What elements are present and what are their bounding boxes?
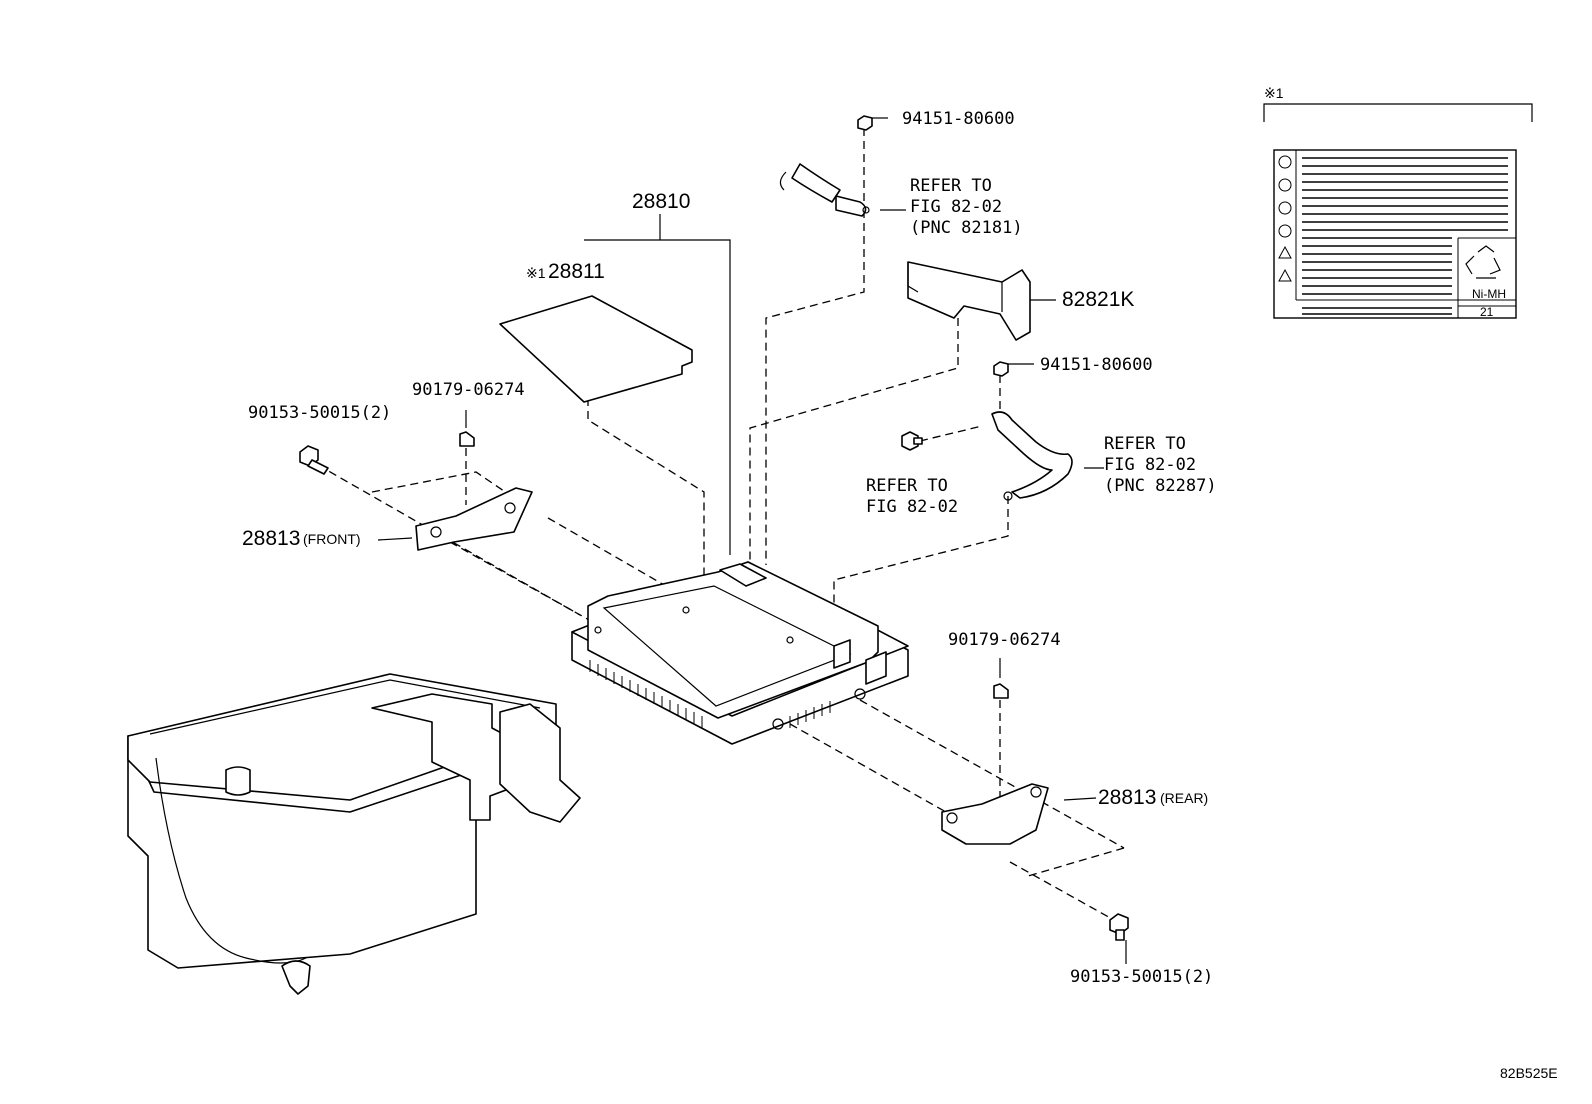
- label-nut-top: 94151-80600: [902, 109, 1015, 129]
- label-refer-right-line3: (PNC 82287): [1104, 476, 1217, 496]
- label-assembly: 28810: [632, 190, 690, 213]
- recycle-icon: [1465, 245, 1501, 279]
- nut-top-icon: [857, 115, 873, 131]
- label-refer-top-line3: (PNC 82181): [910, 218, 1023, 238]
- figure-code: 82B525E: [1500, 1065, 1558, 1081]
- cable-right-icon: [991, 411, 1073, 501]
- label-clip-left: 90179-06274: [412, 380, 525, 400]
- label-bracket-rear: 28813: [1098, 786, 1156, 809]
- label-refer-top-line2: FIG 82-02: [910, 197, 1002, 217]
- bracket-front-icon: [415, 487, 533, 551]
- clip-right-icon: [993, 683, 1009, 699]
- label-bolt-right: 90153-50015(2): [1070, 967, 1213, 987]
- label-refer-top-line1: REFER TO: [910, 176, 992, 196]
- label-bolt-left: 90153-50015(2): [248, 403, 391, 423]
- bolt-right-icon: [1109, 913, 1129, 941]
- label-sheet: 28811: [548, 260, 605, 283]
- control-module-icon: [571, 561, 909, 745]
- label-sheet-icon: [499, 295, 693, 403]
- bracket-rear-icon: [941, 783, 1049, 845]
- label-refer-right-line1: REFER TO: [1104, 434, 1186, 454]
- label-refer-right-line2: FIG 82-02: [1104, 455, 1196, 475]
- inset-label-sheet: ※1: [1264, 85, 1517, 319]
- terminal-cover-icon: [907, 261, 1031, 341]
- inset-number: 21: [1480, 305, 1494, 319]
- inset-recycle-text: Ni-MH: [1472, 287, 1506, 301]
- label-sheet-mark: ※1: [526, 265, 546, 281]
- inset-mark: ※1: [1264, 85, 1284, 101]
- bolt-left-icon: [299, 445, 329, 475]
- label-refer-bolt-line1: REFER TO: [866, 476, 948, 496]
- cable-terminal-icon: [779, 163, 870, 217]
- label-bracket-front-suffix: (FRONT): [303, 531, 361, 547]
- label-bracket-front: 28813: [242, 527, 300, 550]
- clip-left-icon: [459, 431, 475, 447]
- label-clip-right: 90179-06274: [948, 630, 1061, 650]
- battery-icon: [127, 673, 581, 995]
- nut-mid-icon: [993, 361, 1009, 377]
- label-nut-mid: 94151-80600: [1040, 355, 1153, 375]
- bolt-refer-icon: [901, 431, 923, 451]
- label-refer-bolt-line2: FIG 82-02: [866, 497, 958, 517]
- label-cover: 82821K: [1062, 288, 1134, 311]
- label-bracket-rear-suffix: (REAR): [1160, 790, 1208, 806]
